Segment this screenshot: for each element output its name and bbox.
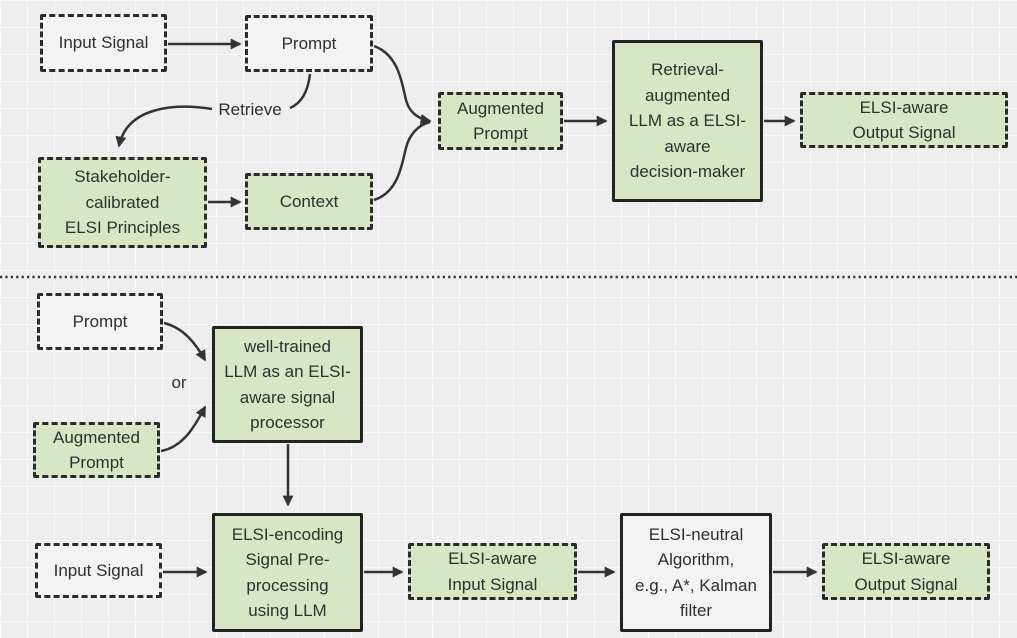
node-prompt-bottom: Prompt	[37, 293, 163, 350]
node-well-trained-llm: well-trained LLM as an ELSI- aware signa…	[212, 326, 363, 443]
node-elsi-neutral-algorithm: ELSI-neutral Algorithm, e.g., A*, Kalman…	[620, 513, 772, 632]
edge-augmented-to-welltrained	[160, 405, 207, 453]
node-retrieval-augmented-llm-label: Retrieval- augmented LLM as a ELSI- awar…	[628, 60, 747, 182]
node-elsi-aware-input-signal: ELSI-aware Input Signal	[408, 543, 577, 600]
node-elsi-aware-input-signal-label: ELSI-aware Input Signal	[447, 549, 538, 594]
node-elsi-encoding: ELSI-encoding Signal Pre- processing usi…	[212, 513, 363, 632]
node-prompt-bottom-label: Prompt	[72, 311, 128, 331]
node-well-trained-llm-label: well-trained LLM as an ELSI- aware signa…	[224, 336, 351, 433]
edge-prompt-to-welltrained	[163, 321, 207, 362]
node-augmented-prompt-bottom: Augmented Prompt	[33, 422, 160, 478]
edge-retrieve-to-stakeholder	[115, 105, 213, 148]
node-prompt-top: Prompt	[245, 15, 373, 72]
node-elsi-encoding-label: ELSI-encoding Signal Pre- processing usi…	[231, 524, 344, 621]
node-input-signal-top-label: Input Signal	[58, 33, 149, 53]
edge-label-or: or	[171, 373, 187, 392]
edge-prompt-to-augmented-top	[373, 44, 432, 125]
node-retrieval-augmented-llm: Retrieval- augmented LLM as a ELSI- awar…	[612, 40, 763, 202]
node-output-signal-top: ELSI-aware Output Signal	[800, 92, 1008, 148]
edge-context-to-augmented-top	[373, 120, 431, 202]
node-output-signal-top-label: ELSI-aware Output Signal	[852, 97, 956, 143]
node-output-signal-bottom-label: ELSI-aware Output Signal	[854, 549, 958, 594]
node-context-label: Context	[279, 191, 339, 211]
node-input-signal-bottom-label: Input Signal	[53, 560, 144, 580]
node-augmented-prompt-top: Augmented Prompt	[438, 92, 563, 150]
edge-label-retrieve: Retrieve	[218, 100, 282, 119]
node-augmented-prompt-bottom-label: Augmented Prompt	[53, 427, 140, 473]
node-context: Context	[245, 173, 373, 230]
node-input-signal-top: Input Signal	[40, 14, 167, 72]
node-input-signal-bottom: Input Signal	[35, 543, 162, 598]
node-augmented-prompt-top-label: Augmented Prompt	[457, 98, 544, 144]
node-elsi-neutral-algorithm-label: ELSI-neutral Algorithm, e.g., A*, Kalman…	[635, 524, 757, 621]
node-stakeholder-elsi-principles: Stakeholder- calibrated ELSI Principles	[38, 157, 207, 248]
node-output-signal-bottom: ELSI-aware Output Signal	[822, 543, 990, 600]
node-prompt-top-label: Prompt	[281, 33, 337, 53]
node-stakeholder-elsi-principles-label: Stakeholder- calibrated ELSI Principles	[64, 167, 181, 238]
